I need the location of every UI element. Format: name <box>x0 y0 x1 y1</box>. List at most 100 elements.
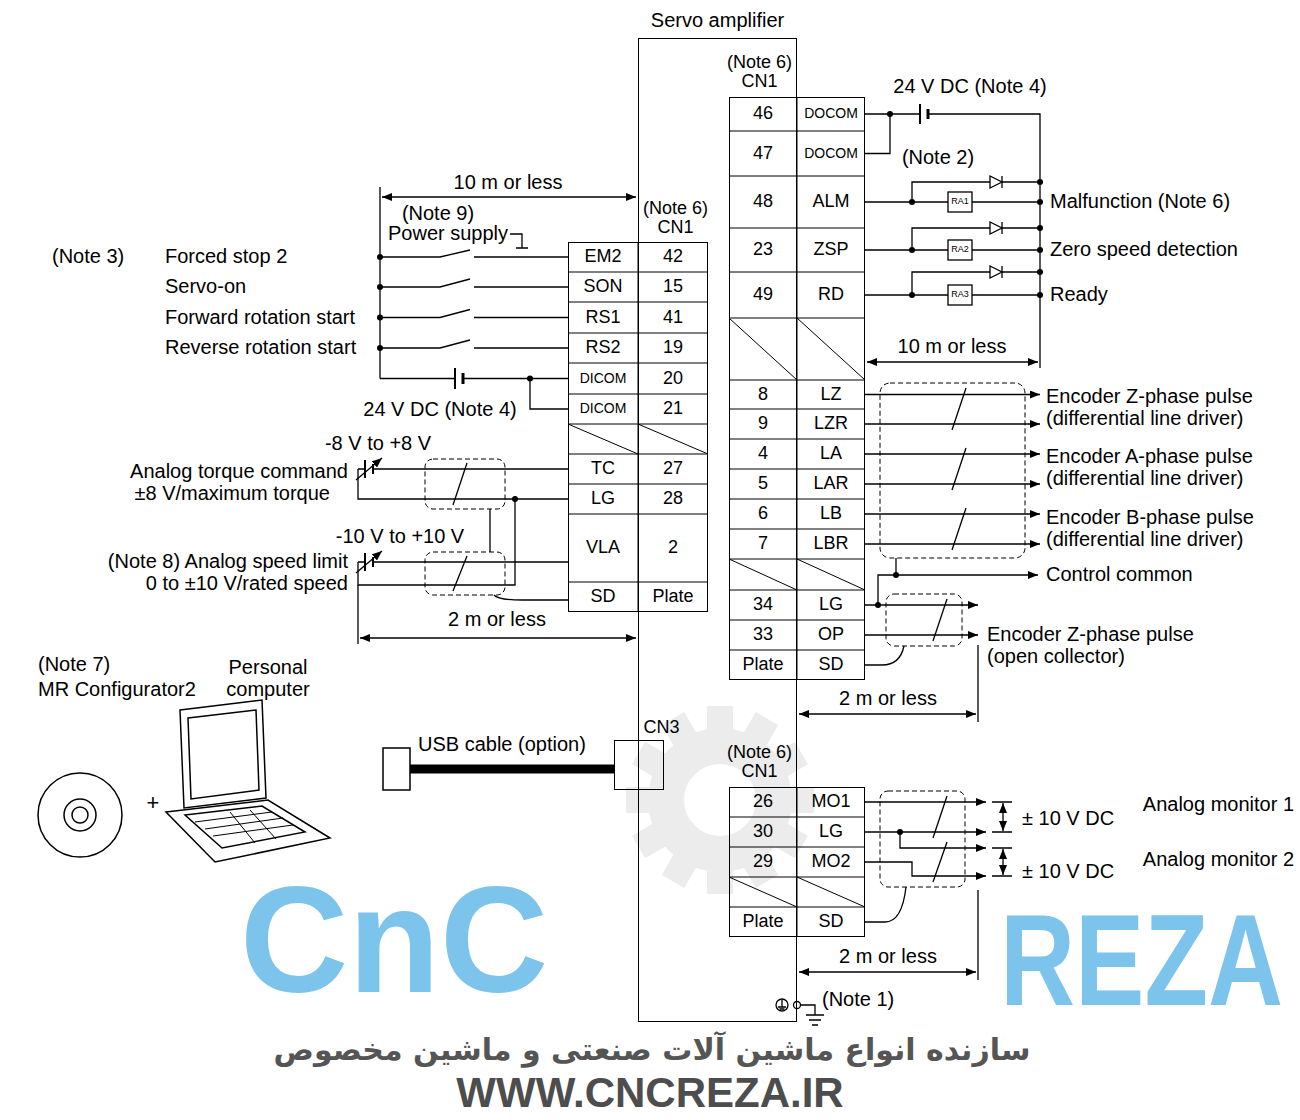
battery-symbol <box>455 104 928 389</box>
cd-illustration <box>38 773 122 857</box>
pin-cell: 5 <box>758 474 768 493</box>
input-wiring <box>494 595 568 600</box>
annotation-label: Analog monitor 1 <box>1143 794 1294 816</box>
annotation-label: 2 m or less <box>839 946 937 968</box>
pin-cell: 47 <box>753 144 773 163</box>
pin-cell: Plate <box>742 912 783 931</box>
annotation-label: + <box>147 791 160 815</box>
signal-wiring <box>1002 849 1003 875</box>
relay-coil <box>948 192 972 212</box>
junction-dot <box>1037 247 1043 253</box>
signal-wiring <box>865 646 904 665</box>
output-wiring <box>912 272 1040 295</box>
relay-coil <box>948 240 972 260</box>
usb-cable <box>383 748 410 790</box>
connector-block: (Note 6) CN1 <box>729 97 865 680</box>
junction-dot <box>897 829 903 835</box>
signal-wiring <box>933 796 947 882</box>
annotation-label: Personal computer <box>218 657 318 700</box>
pin-cell: OP <box>818 625 844 644</box>
pin-cell: LZ <box>820 385 841 404</box>
signal-wiring <box>865 634 978 635</box>
signal-wiring <box>865 604 978 605</box>
pin-cell: 48 <box>753 192 773 211</box>
pin-cell: 26 <box>753 792 773 811</box>
annotation-label: Malfunction (Note 6) <box>1050 191 1230 213</box>
relay-coil <box>948 192 972 305</box>
pin-cell: 4 <box>758 444 768 463</box>
connector-heading: Servo amplifier <box>651 10 784 32</box>
input-wiring <box>358 468 568 469</box>
relay-coil <box>948 285 972 305</box>
pin-cell: 28 <box>663 489 683 508</box>
pin-cell: SD <box>818 912 843 931</box>
pin-cell: 8 <box>758 385 768 404</box>
input-wiring <box>357 585 358 644</box>
watermark: CnC <box>240 865 548 1015</box>
annotation-label: (Note 7) <box>38 654 110 676</box>
pin-cell: LAR <box>813 474 848 493</box>
pin-cell: 29 <box>753 852 773 871</box>
annotation-label: Control common <box>1046 564 1193 586</box>
pin-cell: Plate <box>742 655 783 674</box>
annotation-label: ±8 V/maximum torque <box>135 483 331 505</box>
annotation-label: Analog torque command <box>130 461 348 483</box>
watermark: سازنده انواع ماشین آلات صنعتی و ماشین مخ… <box>274 1034 1031 1066</box>
junction-dot <box>909 247 915 253</box>
pin-cell: 41 <box>663 308 683 327</box>
pin-cell: 6 <box>758 504 768 523</box>
junction-dot <box>1037 225 1043 231</box>
annotation-label: 24 V DC (Note 4) <box>893 76 1046 98</box>
signal-wiring <box>799 971 976 972</box>
pin-cell: SD <box>818 655 843 674</box>
signal-wiring <box>799 713 976 714</box>
junction-dot <box>893 572 899 578</box>
junction-dot <box>1037 199 1043 205</box>
shield-outline <box>880 383 1025 558</box>
laptop-illustration <box>188 710 259 799</box>
diode-symbol <box>1001 266 1002 278</box>
junction-dot <box>377 315 383 321</box>
signal-wiring <box>952 388 966 550</box>
signal-wiring <box>867 361 1038 362</box>
junction-dot <box>512 496 518 502</box>
pin-cell: 15 <box>663 277 683 296</box>
annotation-label: Encoder Z-phase pulse (differential line… <box>1046 386 1286 429</box>
pin-cell: 7 <box>758 534 768 553</box>
pin-cell: 19 <box>663 338 683 357</box>
annotation-label: Ready <box>1050 284 1108 306</box>
ground-symbol <box>778 1000 786 1009</box>
input-wiring <box>380 378 568 379</box>
pin-cell: 21 <box>663 399 683 418</box>
pin-table-grid <box>729 97 865 680</box>
signal-wiring <box>865 453 1040 454</box>
gear-watermark <box>626 706 814 894</box>
output-wiring <box>865 114 1040 368</box>
signal-wiring <box>865 483 1040 484</box>
input-wiring <box>510 234 528 248</box>
pin-cell: LG <box>591 489 615 508</box>
pin-cell: Plate <box>652 587 693 606</box>
pin-cell: DICOM <box>580 371 627 386</box>
input-wiring <box>382 196 636 197</box>
diode-symbol <box>1001 176 1002 188</box>
signal-wiring <box>865 831 986 832</box>
pin-cell: EM2 <box>584 247 621 266</box>
battery-symbol <box>919 104 921 124</box>
pin-cell: LB <box>820 504 842 523</box>
usb-connector: CN3 <box>614 740 664 790</box>
ground-symbol <box>801 1005 824 1025</box>
junction-dot <box>875 602 881 608</box>
annotation-label: -10 V to +10 V <box>336 526 464 548</box>
signal-wiring <box>878 575 1038 605</box>
diode-symbol <box>1001 222 1002 234</box>
input-wiring <box>530 379 568 410</box>
input-wiring <box>356 551 382 573</box>
junction-dot <box>1037 269 1043 275</box>
servo-amplifier-box: Servo amplifier(Note 6) CN1(Note 6) CN1C… <box>638 38 797 1022</box>
annotation-label: 2 m or less <box>839 688 937 710</box>
pin-cell: 9 <box>758 414 768 433</box>
pin-cell: LA <box>820 444 842 463</box>
output-wiring <box>912 182 1040 202</box>
pin-cell: 30 <box>753 822 773 841</box>
